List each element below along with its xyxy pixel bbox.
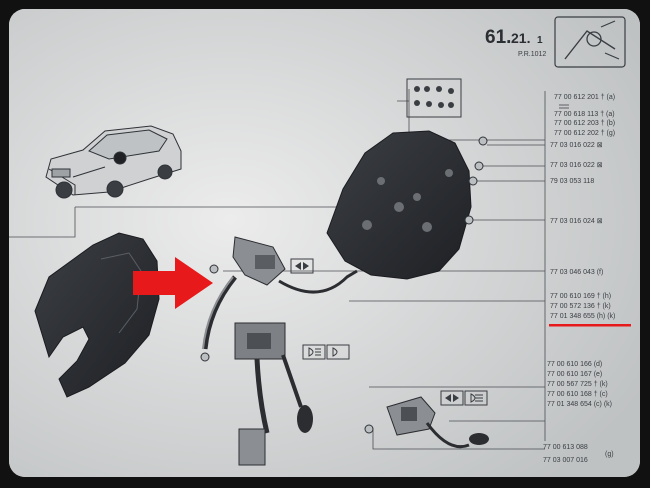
indicator-arrows-icon [290,258,314,274]
svg-text:77 01 348 655 (h) (k): 77 01 348 655 (h) (k) [550,313,615,320]
svg-text:77 00 610 169 † (h): 77 00 610 169 † (h) [550,293,611,300]
svg-text:77 00 618 113 † (a): 77 00 618 113 † (a) [554,111,615,118]
svg-text:77 00 612 203 † (b): 77 00 612 203 † (b) [554,120,615,127]
highlight-arrow [133,257,213,309]
catalogue-page: 61. 21. 1 P.R.1012 [9,9,640,477]
shell-details [362,169,453,232]
hazard-lamp-icon [464,390,488,406]
hazard-arrows-icon [440,390,464,406]
screw-label-b: 77 03 016 022 ⊠ [550,162,603,169]
headlamp-icon [302,344,326,360]
indicator-switch [202,236,358,350]
screws [200,136,488,434]
svg-text:77 00 610 166 (d): 77 00 610 166 (d) [547,361,602,368]
svg-text:77 00 612 202 † (g): 77 00 612 202 † (g) [554,130,615,137]
screw-label-a: 77 03 016 022 ⊠ [550,142,603,149]
section-minor: 1 [537,35,543,46]
screw-label-c: 77 03 016 024 ⊠ [550,218,603,225]
svg-text:77 01 348 654 (c) (k): 77 01 348 654 (c) (k) [547,401,612,408]
svg-text:(g): (g) [605,451,614,458]
svg-text:77 00 613 088: 77 00 613 088 [543,444,588,451]
lamp-group-labels: 77 00 612 201 † (a) 77 00 618 113 † (a) … [554,94,615,137]
steering-column-pictogram-icon [554,16,626,68]
red-underline [549,324,631,327]
svg-text:77 00 572 136 † (k): 77 00 572 136 † (k) [550,303,611,310]
section-sub: 21. [511,30,530,46]
section-main: 61. [485,27,511,48]
dipped-beam-icon [326,344,350,360]
stalk-group-labels: 77 00 610 166 (d) 77 00 610 167 (e) 77 0… [547,361,612,408]
svg-text:77 00 610 167 (e): 77 00 610 167 (e) [547,371,602,378]
hazard-switch [386,396,489,449]
bulbs-box [406,78,462,118]
lighting-stalk [234,322,313,466]
svg-text:77 00 610 168 † (c): 77 00 610 168 † (c) [547,391,608,398]
lower-cowl-shell [34,232,160,398]
reference-code: P.R.1012 [518,51,546,58]
svg-text:77 03 007 016: 77 03 007 016 [543,457,588,464]
svg-text:77 00 567 725 † (k): 77 00 567 725 † (k) [547,381,608,388]
washer-label: 79 03 053 118 [550,178,594,185]
car-illustration-icon [45,125,182,199]
svg-text:77 00 612 201 † (a): 77 00 612 201 † (a) [554,94,615,101]
switch-group-labels: 77 00 610 169 † (h) 77 00 572 136 † (k) … [550,293,615,320]
hazard-group-labels: 77 00 613 088 77 03 007 016 (g) [543,444,614,464]
section-header: 61. 21. 1 P.R.1012 [485,27,546,58]
clip-label: 77 03 046 043 (f) [550,269,603,276]
